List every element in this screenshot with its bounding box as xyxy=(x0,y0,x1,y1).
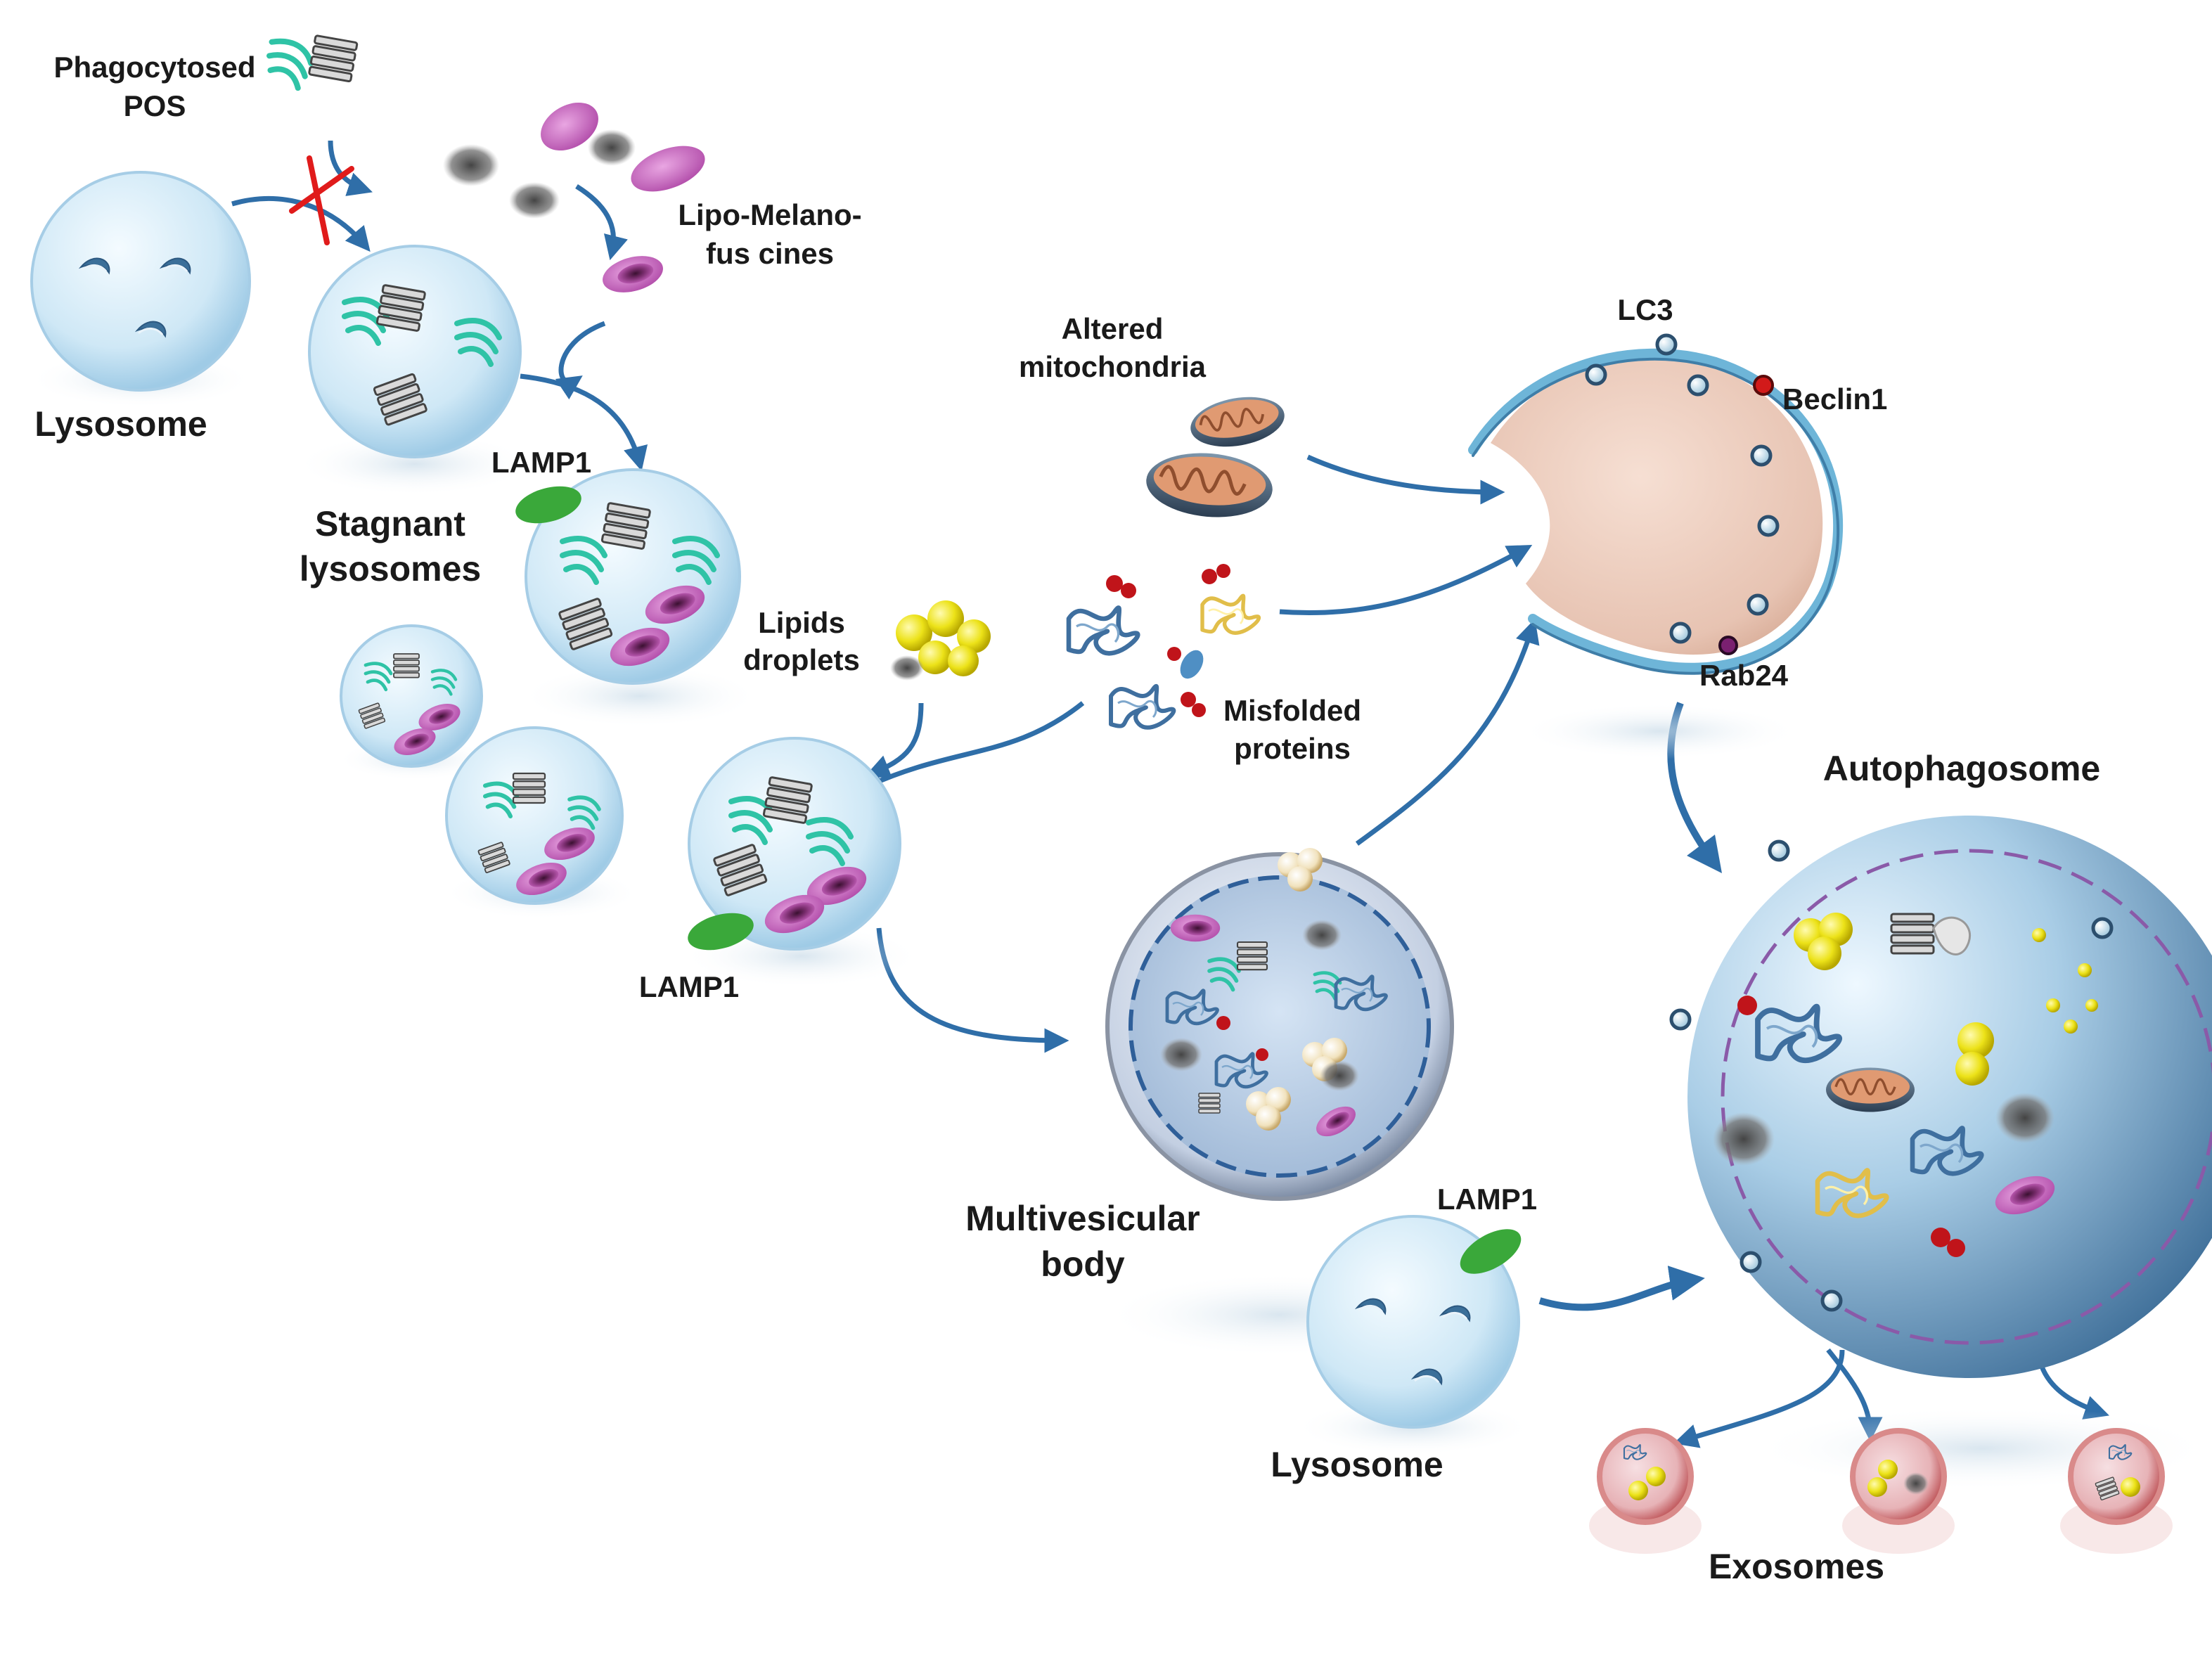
lamp1-marker xyxy=(1460,1229,1522,1274)
multivesicular-body xyxy=(1104,848,1455,1357)
exosome-2 xyxy=(1850,1428,1947,1525)
label-altered-line1: Altered xyxy=(1062,312,1164,345)
exosomes xyxy=(1589,1428,2173,1554)
block-x-icon xyxy=(289,155,354,245)
label-phagocytosed-line1: Phagocytosed xyxy=(53,51,255,84)
label-phagocytosed-line2: POS xyxy=(124,89,186,122)
arrow-melano-to-lamp xyxy=(555,321,606,400)
label-lamp1-top: LAMP1 xyxy=(491,446,591,479)
arrow-mito-to-phago xyxy=(1306,454,1505,505)
lysosome-bottom xyxy=(1294,1215,1533,1455)
label-mvb-line2: body xyxy=(1041,1244,1125,1284)
altered-mitochondria-icon xyxy=(1143,389,1290,522)
arrow-lyso-to-auto xyxy=(1538,1266,1705,1311)
lysosome-top xyxy=(28,171,253,408)
lipo-melanofuscine-particles xyxy=(443,102,705,299)
label-lc3: LC3 xyxy=(1617,293,1673,326)
beclin1-marker xyxy=(1753,375,1774,396)
label-lysosome-bottom: Lysosome xyxy=(1271,1445,1443,1484)
label-stagnant-line1: Stagnant xyxy=(315,504,465,543)
label-stagnant-line2: lysosomes xyxy=(300,549,481,588)
exosome-1 xyxy=(1597,1428,1694,1525)
arrow-misfolded-to-phago xyxy=(1279,544,1533,616)
small-lysosome-1 xyxy=(337,624,492,780)
label-lipids-line1: Lipids xyxy=(758,606,845,639)
label-lipo-line1: Lipo-Melano- xyxy=(678,198,861,231)
exosome-3 xyxy=(2068,1428,2165,1525)
label-lamp1-mid: LAMP1 xyxy=(639,970,739,1003)
label-misfolded-line1: Misfolded xyxy=(1223,694,1361,727)
stagnant-lysosome xyxy=(295,245,534,496)
arrow-melano-down xyxy=(575,184,628,261)
phagocytosed-pos-icon xyxy=(264,34,359,97)
label-rab24: Rab24 xyxy=(1699,659,1789,692)
label-misfolded-line2: proteins xyxy=(1234,732,1351,765)
autophagosome xyxy=(1671,816,2212,1491)
label-beclin1: Beclin1 xyxy=(1782,382,1887,416)
arrow-lipids-to-lyso xyxy=(865,702,924,779)
label-lipo-line2: fus cines xyxy=(706,237,834,270)
label-exosomes: Exosomes xyxy=(1709,1547,1884,1586)
labels: Phagocytosed POS Lipo-Melano- fus cines … xyxy=(34,51,2100,1586)
lamp1-lysosome-2 xyxy=(682,737,921,988)
lipid-droplets-icon xyxy=(890,600,991,681)
phagophore xyxy=(1468,335,1843,759)
arrow-misfolded-to-lyso xyxy=(858,701,1085,792)
lamp1-marker xyxy=(515,486,581,524)
arrow-pos-down xyxy=(328,140,373,196)
rab24-marker xyxy=(1718,636,1738,655)
lamp1-lysosome xyxy=(515,468,759,728)
label-autophagosome: Autophagosome xyxy=(1823,749,2100,788)
small-lysosome-2 xyxy=(443,726,640,920)
misfolded-proteins-icon xyxy=(1069,564,1259,728)
label-lysosome-top: Lysosome xyxy=(34,404,207,444)
label-altered-line2: mitochondria xyxy=(1019,350,1207,383)
label-lipids-line2: droplets xyxy=(743,643,860,676)
label-lamp1-bottom: LAMP1 xyxy=(1437,1183,1537,1216)
label-mvb-line1: Multivesicular xyxy=(965,1199,1200,1238)
arrow-stagnant-to-lamp xyxy=(520,373,648,472)
lamp1-marker xyxy=(688,913,754,951)
arrow-mvb-to-phago xyxy=(1355,618,1540,846)
